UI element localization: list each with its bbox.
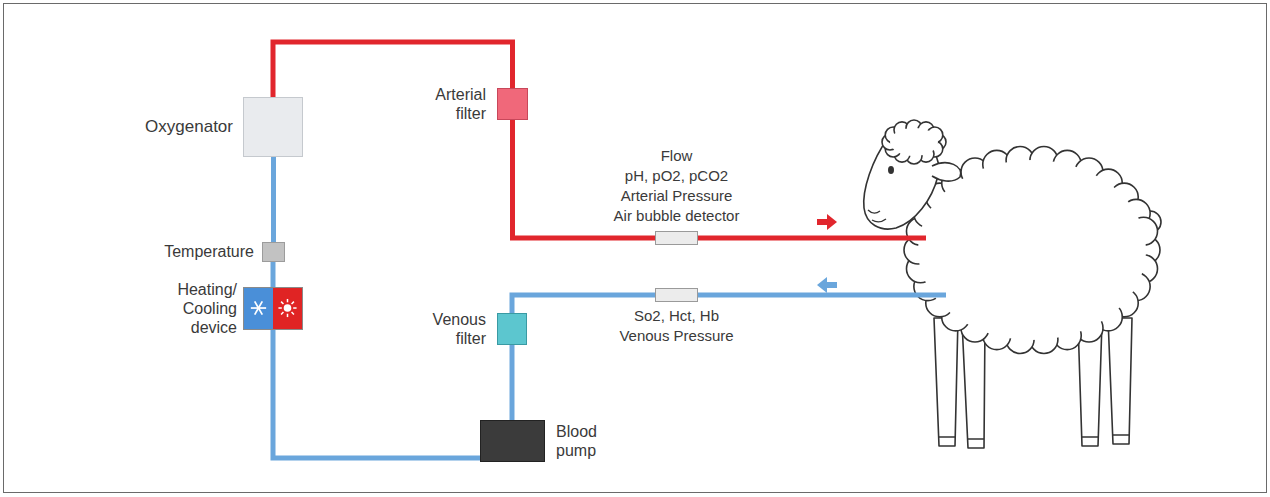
node-label: Heating/ Cooling device: [177, 280, 237, 338]
sun-ray: [292, 302, 294, 304]
snowflake-stroke: [255, 301, 263, 314]
venous-cannula-line: [698, 293, 946, 298]
node-label: Air bubble detector: [614, 207, 740, 225]
tubing-line: [271, 157, 276, 242]
tubing-line: [512, 295, 655, 313]
node-label: Oxygenator: [145, 117, 233, 137]
label-group: Temperature: [164, 242, 254, 261]
temperature-probe: Temperature: [262, 242, 285, 262]
node-label: pH, pO2, pCO2: [614, 167, 740, 185]
label-group: Oxygenator: [145, 117, 233, 137]
sheep-hooves: [939, 435, 1129, 439]
sun-disc: [284, 304, 292, 312]
node-label: Temperature: [164, 242, 254, 261]
label-group: Arterial filter: [435, 85, 486, 123]
node-label: Blood pump: [556, 422, 597, 460]
sheep-eye: [888, 166, 894, 174]
sun-ray: [278, 307, 281, 309]
label-group: Heating/ Cooling device: [177, 280, 237, 338]
node-label: So2, Hct, Hb: [619, 307, 733, 325]
node-label: Arterial Pressure: [614, 187, 740, 205]
sensor-box: So2, Hct, HbVenous Pressure: [655, 288, 698, 302]
wool-fill: [918, 160, 1146, 340]
label-group: So2, Hct, Hb Venous Pressure: [619, 307, 733, 347]
flow-arrow: [817, 214, 837, 230]
sheep-ear: [932, 163, 961, 181]
wool-fill: [890, 128, 938, 156]
tubing-line: [510, 345, 515, 420]
label-group: Venous filter: [433, 310, 486, 348]
sun-icon: [273, 288, 302, 329]
node-label: Flow: [614, 147, 740, 165]
snowflake-icon: [244, 288, 273, 329]
snowflake-stroke: [255, 301, 263, 314]
filter-box: Venous filter: [497, 313, 527, 345]
node-label: Venous filter: [433, 310, 486, 348]
label-group: Flow pH, pO2, pCO2Arterial PressureAir bu…: [614, 147, 740, 227]
sheep-fleece: [904, 146, 1160, 353]
pump-box: Blood pump: [480, 420, 545, 462]
filter-box: Arterial filter: [497, 88, 528, 120]
tubing-line: [271, 262, 276, 287]
oxygenator-box: Oxygenator: [243, 97, 303, 157]
label-group: Blood pump: [556, 422, 597, 460]
sun-ray: [287, 299, 289, 302]
sheep-head-wool: [882, 120, 946, 164]
flow-arrow: [817, 277, 837, 293]
cooling-half: [244, 288, 273, 329]
heating-half: [273, 288, 302, 329]
node-label: Arterial filter: [435, 85, 486, 123]
sensor-box: FlowpH, pO2, pCO2Arterial PressureAir bu…: [655, 231, 698, 245]
sun-ray: [292, 312, 294, 314]
heater-cooler-box: Heating/ Cooling device: [243, 287, 303, 330]
arterial-cannula-line: [698, 236, 926, 241]
sun-ray: [281, 312, 283, 314]
sheep-mouth: [868, 210, 886, 222]
node-label: Venous Pressure: [619, 327, 733, 345]
sun-ray: [281, 302, 283, 304]
sun-ray: [287, 314, 289, 317]
sheep-illustration: [864, 120, 1161, 448]
sun-ray: [293, 307, 296, 309]
sheep-leg: [1108, 318, 1132, 444]
frame: [4, 4, 1267, 493]
tubing-line: [273, 330, 480, 458]
sheep-leg: [934, 318, 958, 446]
